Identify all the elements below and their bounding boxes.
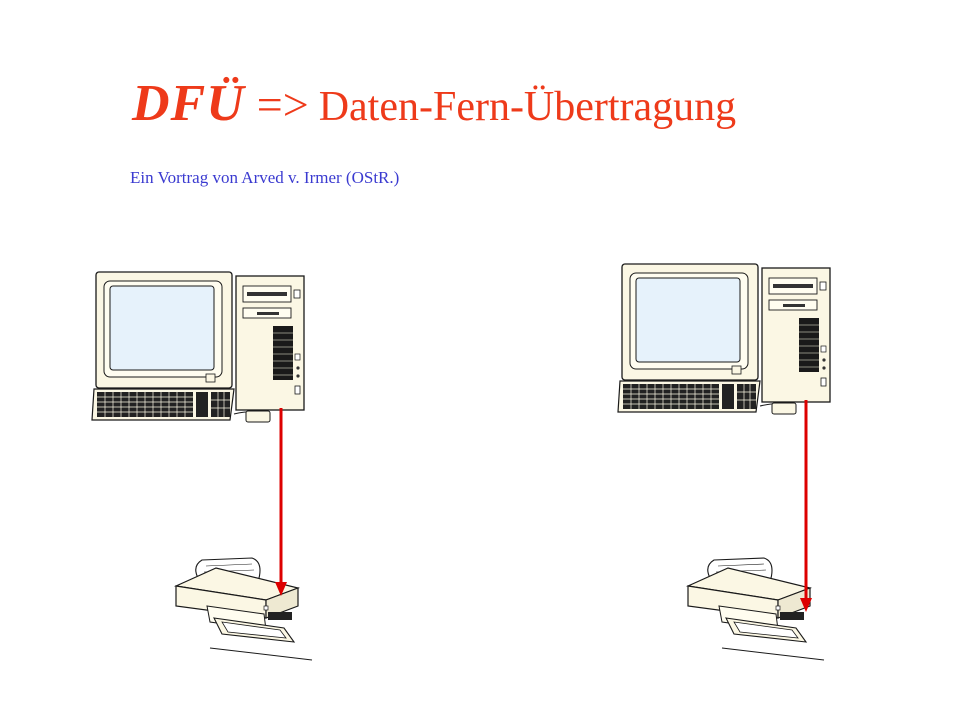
left-printer-icon: [176, 558, 312, 660]
title-arrow: =>: [256, 79, 309, 130]
title-full-text: Daten-Fern-Übertragung: [318, 84, 737, 130]
slide-title: DFÜ=>Daten-Fern-Übertragung: [132, 78, 736, 130]
title-abbreviation: DFÜ: [132, 75, 245, 132]
left-desktop-computer-icon: [91, 271, 305, 423]
slide-subtitle: Ein Vortrag von Arved v. Irmer (OStR.): [130, 168, 400, 187]
right-printer-icon: [688, 558, 824, 660]
right-desktop-computer-icon: [617, 263, 831, 415]
left-cable-arrowhead: [275, 582, 287, 596]
right-cable-arrowhead: [800, 598, 812, 612]
